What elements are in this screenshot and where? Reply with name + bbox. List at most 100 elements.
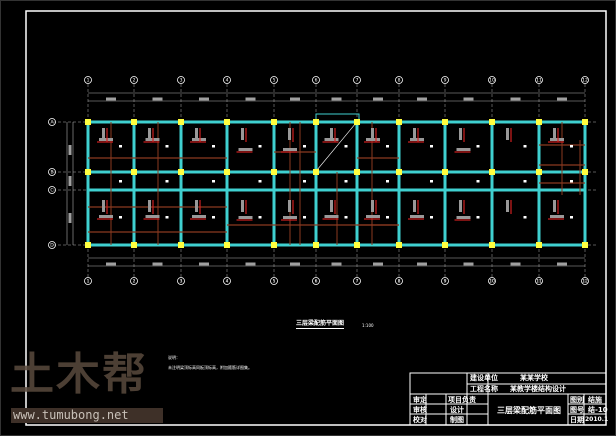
axis-bubble <box>535 277 543 285</box>
axis-bubble <box>84 76 92 84</box>
axis-label-8: 8 <box>398 279 401 285</box>
rebar-tag <box>550 215 564 218</box>
note-heading: 说明： <box>168 355 180 360</box>
column <box>442 119 448 125</box>
column <box>442 169 448 175</box>
axis-label-4: 4 <box>226 78 229 84</box>
project-value: 某教学楼结构设计 <box>510 385 566 393</box>
slab-label <box>386 145 389 148</box>
beam-vertical <box>86 122 90 245</box>
rebar-tag <box>283 148 297 151</box>
rebar-tag <box>241 128 244 140</box>
rebar-tag <box>102 128 105 140</box>
build-unit-value: 某某学校 <box>520 374 548 382</box>
axis-label-2: 2 <box>133 279 136 285</box>
stair-beam <box>315 113 360 123</box>
slab-label <box>476 145 480 148</box>
slab-label <box>165 145 169 148</box>
rebar-tag <box>506 200 509 212</box>
column <box>224 119 230 125</box>
axis-label-C: C <box>50 188 53 194</box>
beam-vertical <box>397 122 401 245</box>
dimension-text <box>463 262 474 266</box>
axis-label-2: 2 <box>133 78 136 84</box>
column <box>442 242 448 248</box>
rebar-tag <box>192 215 206 218</box>
slab-label <box>258 216 262 219</box>
rebar-tag <box>102 200 105 212</box>
dimension-text <box>199 262 209 266</box>
axis-bubble <box>48 186 56 194</box>
axis-bubble <box>488 76 496 84</box>
slab-label <box>476 216 480 219</box>
meta-label-3: 日期 <box>570 416 584 424</box>
rebar-tag <box>366 215 380 218</box>
slab-label <box>386 180 389 183</box>
meta-value-3: 2010.1 <box>585 416 609 423</box>
axis-label-6: 6 <box>315 78 318 84</box>
build-unit-label: 建设单位 <box>470 374 498 382</box>
rebar-tag <box>241 200 244 212</box>
axis-label-7: 7 <box>356 78 359 84</box>
stair-line <box>316 122 357 171</box>
project-label: 工程名称 <box>470 385 498 393</box>
column <box>396 242 402 248</box>
axis-bubble <box>130 277 138 285</box>
rebar-tag <box>550 138 564 141</box>
plan-title: 三层梁配筋平面图 <box>296 320 345 329</box>
axis-label-3: 3 <box>180 78 183 84</box>
rebar-tag <box>456 148 471 151</box>
dimension-text <box>290 97 300 101</box>
rebar-tag <box>195 200 198 212</box>
tb-role-3: 审核 <box>413 406 427 414</box>
rebar-tag <box>410 215 424 218</box>
column <box>354 119 360 125</box>
rebar-tag <box>371 128 374 140</box>
slab-label <box>119 216 122 219</box>
axis-bubble <box>48 168 56 176</box>
axis-bubble <box>395 277 403 285</box>
column <box>489 169 495 175</box>
slab-label <box>119 180 122 183</box>
dimension-text <box>373 97 383 101</box>
axis-label-5: 5 <box>273 78 276 84</box>
slab-label <box>523 216 527 219</box>
rebar-tag <box>288 200 291 212</box>
slab-label <box>258 180 262 183</box>
axis-label-3: 3 <box>180 279 183 285</box>
dimension-text <box>331 97 342 101</box>
slab-label <box>430 180 433 183</box>
axis-label-12: 12 <box>582 279 588 285</box>
rebar-tag <box>371 200 374 212</box>
dimension-text <box>245 97 256 101</box>
slab-label <box>212 145 215 148</box>
slab-label <box>344 180 348 183</box>
rebar-tag <box>413 128 416 140</box>
rebar-tag <box>192 138 206 141</box>
dimension-text <box>290 262 300 266</box>
column <box>85 119 91 125</box>
column <box>536 242 542 248</box>
axis-bubble <box>270 76 278 84</box>
slab-label <box>386 216 389 219</box>
slab-label <box>476 180 480 183</box>
axis-bubble <box>223 76 231 84</box>
column <box>131 242 137 248</box>
rebar-tag <box>410 138 424 141</box>
dimension-text <box>510 97 521 101</box>
rebar-tag <box>99 138 113 141</box>
axis-label-1: 1 <box>87 78 90 84</box>
column <box>354 242 360 248</box>
axis-label-7: 7 <box>356 279 359 285</box>
dimension-text <box>373 262 383 266</box>
slab-label <box>119 145 122 148</box>
dimension-text <box>152 97 163 101</box>
axis-bubble <box>84 277 92 285</box>
slab-label <box>258 145 262 148</box>
dimension-text <box>106 97 116 101</box>
column <box>178 169 184 175</box>
axis-bubble <box>441 76 449 84</box>
slab-label <box>570 216 573 219</box>
beam-vertical <box>490 122 494 245</box>
